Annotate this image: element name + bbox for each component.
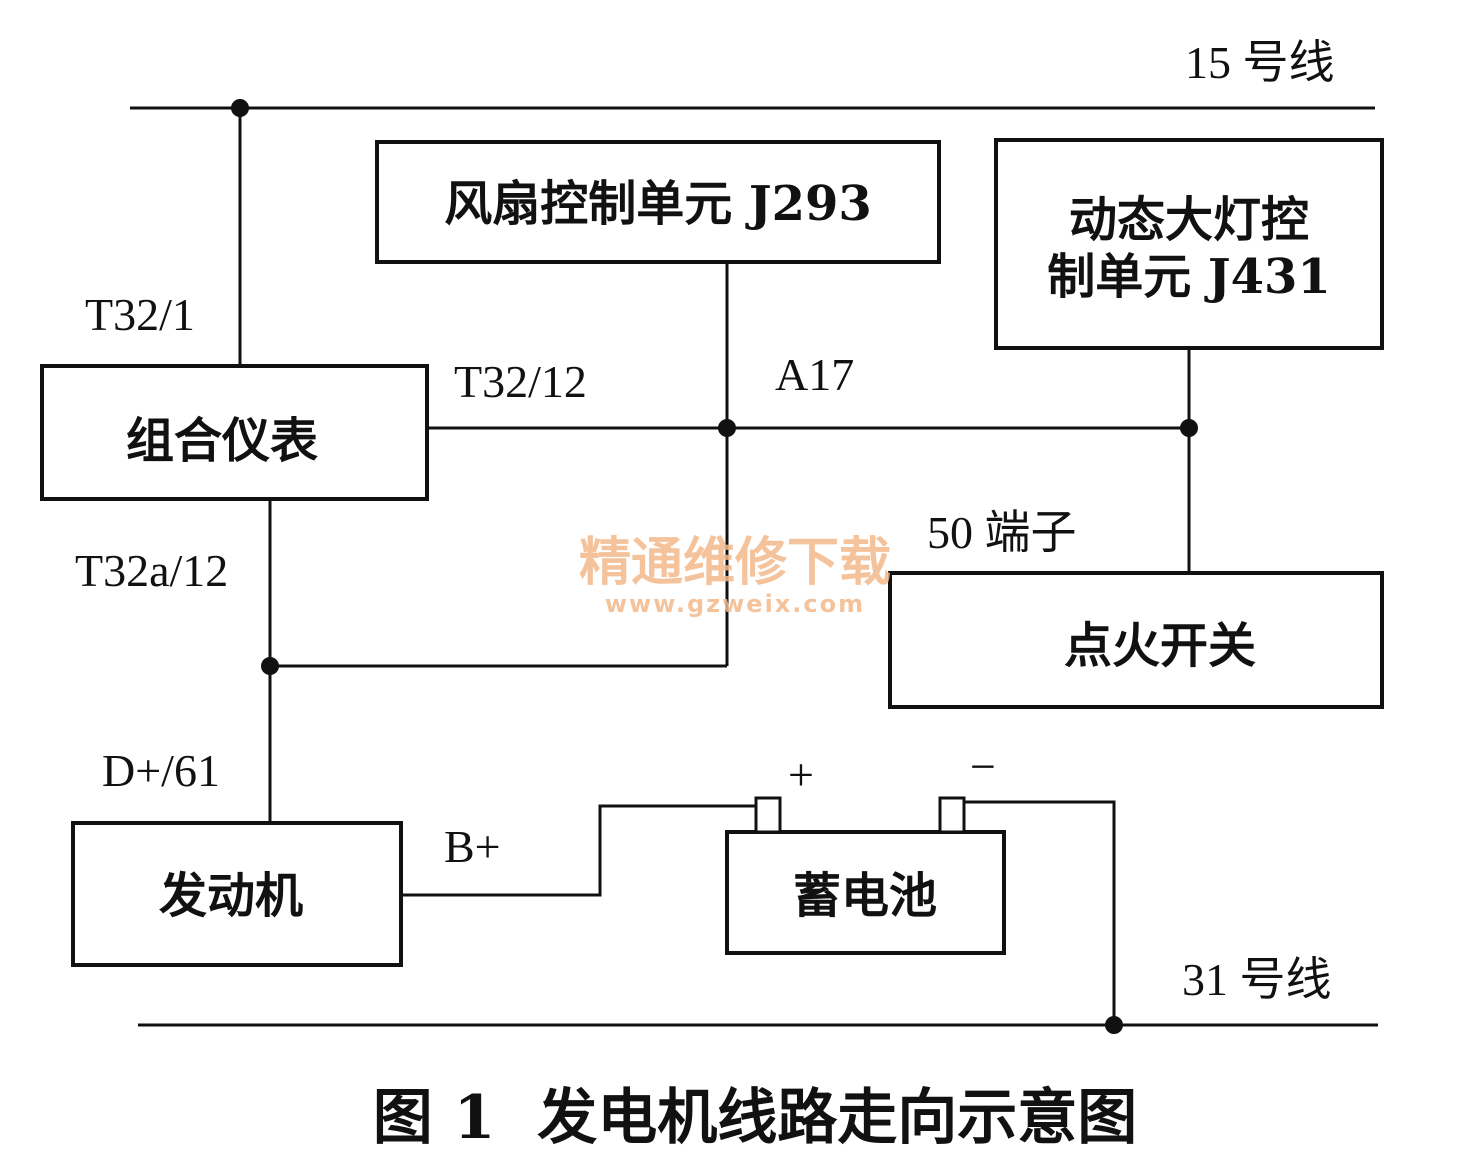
pin-label-b-plus: B+ [444, 821, 501, 872]
instrument-cluster-box [40, 364, 429, 501]
junction-a17 [718, 419, 736, 437]
headlight-control-unit-box [994, 138, 1384, 350]
watermark-url: www.gzweix.com [605, 590, 865, 618]
battery-minus-sign: − [970, 741, 996, 792]
battery-box [725, 830, 1006, 955]
ignition-switch-box [888, 571, 1384, 709]
wire-bplus-to-battery [401, 804, 756, 897]
rail-31-label: 31 号线 [1182, 954, 1332, 1005]
junction-31-ground [1105, 1016, 1123, 1034]
rail-15-label: 15 号线 [1185, 37, 1335, 88]
battery-label: 蓄电池 [793, 868, 937, 924]
headlight-control-unit-label-line1: 动态大灯控 [1069, 192, 1309, 248]
fan-control-unit-box [375, 140, 941, 264]
battery-plus-sign: + [788, 749, 814, 800]
battery-negative-terminal [938, 796, 966, 834]
pin-label-d-plus-61: D+/61 [102, 745, 220, 796]
wire-battery-to-31 [964, 800, 1116, 1025]
pin-label-terminal-50: 50 端子 [927, 507, 1077, 558]
pin-label-a17: A17 [775, 349, 854, 400]
fan-control-unit-label: 风扇控制单元 J293 [444, 176, 872, 232]
battery-positive-terminal [754, 796, 782, 834]
junction-15-cluster [231, 99, 249, 117]
pin-label-t32-12: T32/12 [454, 356, 587, 407]
junction-headlight [1180, 419, 1198, 437]
pin-label-t32-1: T32/1 [85, 289, 195, 340]
figure-caption: 图 1 发电机线路走向示意图 [373, 1083, 1137, 1152]
engine-label: 发动机 [159, 868, 303, 924]
watermark-text: 精通维修下载 [579, 533, 891, 593]
ignition-switch-label: 点火开关 [1064, 618, 1256, 674]
pin-label-t32a-12: T32a/12 [75, 545, 228, 596]
instrument-cluster-label: 组合仪表 [126, 413, 318, 469]
junction-dplus [261, 657, 279, 675]
headlight-control-unit-label-line2: 制单元 J431 [1047, 249, 1331, 305]
